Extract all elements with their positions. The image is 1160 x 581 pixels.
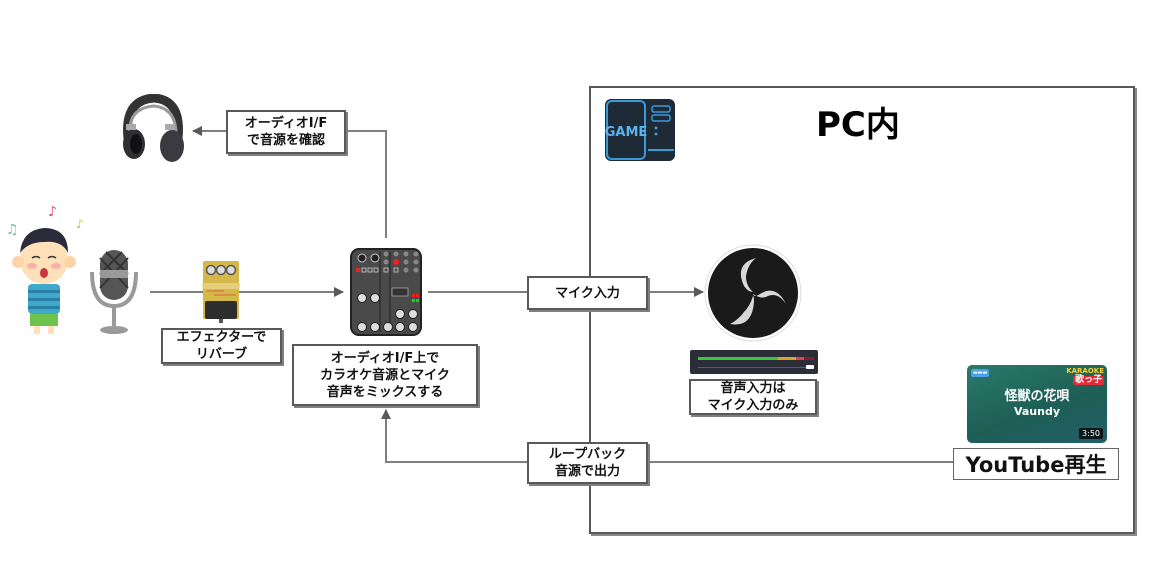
label-line: ループバック — [548, 447, 627, 462]
svg-text:♪: ♪ — [48, 204, 57, 220]
obs-audio-label: 音声入力は マイク入力のみ — [689, 379, 817, 415]
audio-meter-icon — [690, 350, 818, 374]
headphone-monitor-label: オーディオI/F で音源を確認 — [226, 110, 346, 154]
mixer-mix-label: オーディオI/F上で カラオケ音源とマイク 音声をミックスする — [292, 344, 478, 406]
label-line: マイク入力 — [555, 285, 620, 301]
song-title: 怪獣の花唄 — [1004, 389, 1070, 404]
svg-text:♫: ♫ — [6, 222, 19, 238]
label-line: 音源で出力 — [554, 464, 620, 479]
channel-badge: ▬▬▬ — [971, 369, 990, 377]
pc-boundary-box — [589, 86, 1135, 534]
obs-logo-icon — [704, 244, 802, 342]
label-line: マイク入力のみ — [707, 398, 799, 413]
label-line: カラオケ音源とマイク — [320, 367, 450, 383]
label-line: 音声入力は — [720, 381, 786, 396]
mic-input-label: マイク入力 — [527, 276, 648, 310]
singing-boy-icon: ♫ ♪ ♪ — [6, 204, 84, 334]
effector-label: エフェクターで リバーブ — [161, 328, 282, 364]
headphones-icon — [123, 94, 184, 162]
label-line: 音声をミックスする — [326, 384, 444, 400]
label-line: オーディオI/F上で — [330, 350, 440, 366]
label-line: で音源を確認 — [246, 133, 325, 148]
label-line: リバーブ — [195, 347, 248, 362]
svg-text:GAME: GAME — [605, 125, 648, 140]
effector-pedal-icon — [202, 261, 240, 323]
pc-title: PC内 — [816, 105, 900, 145]
loopback-label: ループバック 音源で出力 — [527, 442, 648, 484]
video-duration: 3:50 — [1079, 428, 1103, 439]
youtube-playback-label: YouTube再生 — [953, 448, 1119, 480]
label-line: オーディオI/F — [244, 116, 328, 131]
line-loopback-to-mixer — [381, 409, 953, 463]
audio-mixer-icon — [350, 248, 422, 336]
microphone-icon — [90, 250, 138, 334]
svg-text:♪: ♪ — [76, 217, 84, 231]
artist-name: Vaundy — [1013, 405, 1061, 418]
label-line: エフェクターで — [176, 330, 267, 345]
game-pc-icon: GAME — [605, 99, 675, 161]
